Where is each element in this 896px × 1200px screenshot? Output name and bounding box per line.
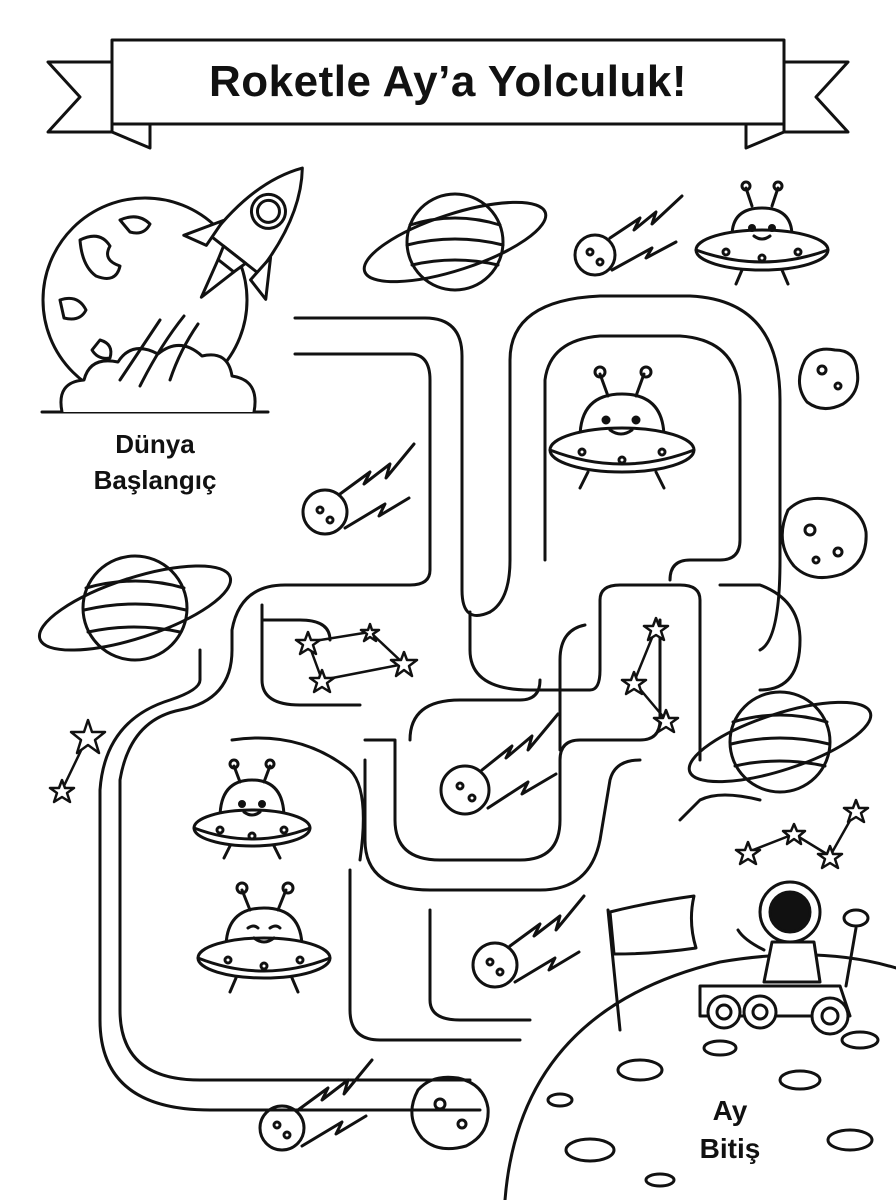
asteroid-icon — [780, 496, 868, 580]
end-label-line2: Bitiş — [699, 1133, 761, 1164]
start-label-line2: Başlangıç — [93, 465, 217, 495]
ufo-alien-icon — [694, 180, 830, 286]
ufo-alien-icon — [192, 758, 312, 860]
asteroid-icon — [798, 347, 860, 410]
page-title: Roketle Ay’a Yolculuk! — [208, 57, 688, 106]
constellation-icon — [48, 718, 107, 804]
comet-icon — [573, 194, 684, 277]
start-label-line1: Dünya — [115, 429, 195, 459]
flag-icon — [606, 894, 698, 1032]
comet-icon — [301, 442, 416, 536]
constellation-icon — [734, 798, 870, 870]
asteroid-icon — [410, 1075, 490, 1151]
ringed-planet-left-icon — [37, 554, 233, 662]
end-label-line1: Ay — [712, 1095, 748, 1126]
constellation-icon — [294, 622, 419, 694]
astronaut-rover-icon — [698, 880, 870, 1036]
comet-icon — [439, 712, 560, 816]
ufo-alien-icon — [548, 365, 696, 490]
launch-cloud — [40, 314, 270, 414]
constellation-icon — [620, 616, 680, 734]
comet-icon — [258, 1058, 374, 1152]
ringed-planet-top-icon — [362, 192, 548, 292]
comet-icon — [471, 894, 586, 989]
rocket-icon — [182, 166, 304, 301]
ringed-planet-right-icon — [687, 690, 873, 794]
maze — [98, 294, 802, 1112]
end-label: Ay Bitiş — [670, 1092, 790, 1168]
title-banner — [46, 38, 850, 150]
start-label: Dünya Başlangıç — [70, 426, 240, 498]
ufo-alien-icon — [196, 881, 332, 994]
